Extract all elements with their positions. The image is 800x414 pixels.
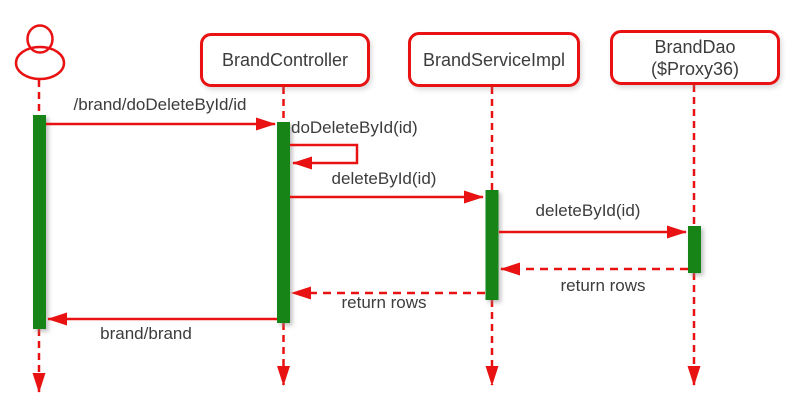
message-arrow-self-call — [290, 143, 359, 170]
activation-bar-user — [33, 115, 46, 329]
message-label-return-rows-service: return rows — [341, 293, 427, 312]
actor-body — [14, 45, 66, 81]
participant-box-dao: BrandDao ($Proxy36) — [610, 30, 780, 85]
message-label-self-call: doDeleteById(id) — [291, 118, 418, 137]
message-label-return-rows-dao: return rows — [560, 276, 646, 295]
activation-bar-service — [485, 190, 499, 300]
activation-bar-controller — [277, 122, 290, 323]
message-label-deleteById-service: deleteById(id) — [331, 169, 437, 188]
activation-bar-dao — [688, 226, 701, 273]
participant-box-controller: BrandController — [200, 33, 370, 87]
user-actor-icon — [14, 24, 66, 81]
participant-label-dao: BrandDao — [654, 36, 736, 57]
actor-head — [26, 24, 54, 54]
message-label-doDeleteById-request: /brand/doDeleteById/id — [73, 95, 247, 114]
participant-box-service: BrandServiceImpl — [408, 32, 580, 87]
participant-label-controller: BrandController — [221, 50, 349, 70]
message-label-deleteById-dao: deleteById(id) — [535, 201, 641, 220]
message-label-brand-response: brand/brand — [100, 324, 192, 343]
participant-label-service: BrandServiceImpl — [422, 49, 566, 70]
participant-sublabel-dao: ($Proxy36) — [650, 58, 740, 79]
